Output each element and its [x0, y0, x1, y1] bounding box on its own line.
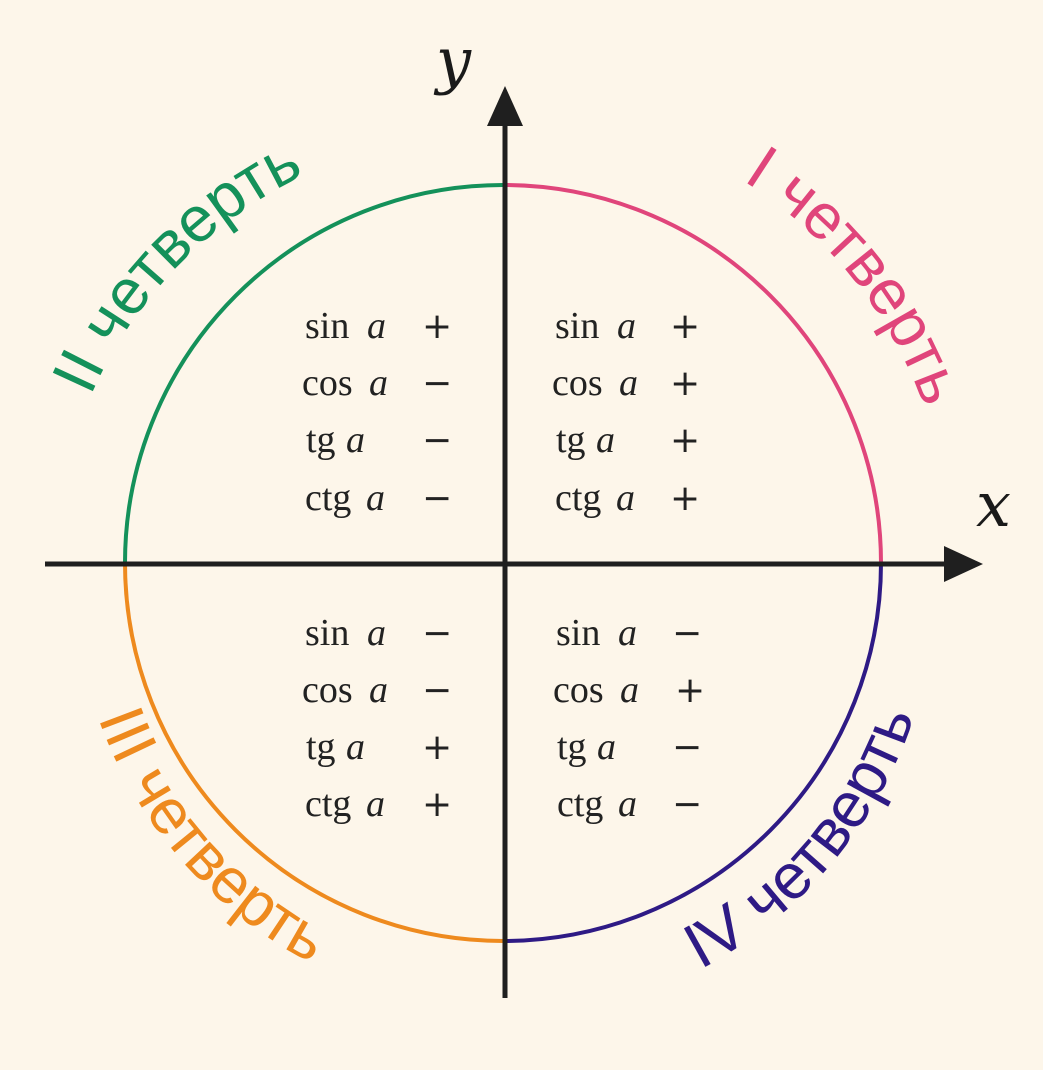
quadrant-IV-sign-table: sin a − cos a + tg a − ctg a −	[553, 612, 705, 825]
table-row: cos a −	[302, 362, 452, 404]
function-name: ctg	[555, 477, 601, 519]
quadrant-I-label: I четверть	[735, 132, 979, 414]
x-axis-arrow-icon	[944, 546, 983, 582]
function-argument: a	[367, 612, 386, 654]
function-name: cos	[552, 362, 603, 404]
table-row: cos a +	[552, 362, 700, 404]
table-row: ctg a −	[557, 783, 702, 825]
function-argument: a	[369, 362, 388, 404]
arc-quadrant-I	[502, 183, 883, 564]
quadrant-III-label: III четверть	[85, 697, 340, 976]
function-argument: a	[366, 477, 385, 519]
sign-value: −	[672, 613, 702, 654]
function-name: ctg	[557, 783, 603, 825]
function-name: tg	[556, 419, 586, 461]
sign-value: −	[422, 613, 452, 654]
function-name: tg	[306, 419, 336, 461]
table-row: cos a +	[553, 669, 705, 711]
table-row: ctg a +	[555, 477, 700, 519]
sign-value: +	[422, 784, 452, 825]
table-row: ctg a −	[305, 477, 452, 519]
x-axis-label: x	[976, 468, 1011, 541]
function-name: cos	[553, 669, 604, 711]
function-argument: a	[367, 305, 386, 347]
table-row: cos a −	[302, 669, 452, 711]
sign-value: +	[670, 306, 700, 347]
function-name: cos	[302, 362, 353, 404]
table-row: sin a −	[556, 612, 702, 654]
quadrant-I-sign-table: sin a + cos a + tg a + ctg a +	[552, 305, 700, 519]
table-row: sin a −	[305, 612, 452, 654]
arc-quadrant-III	[123, 562, 504, 943]
function-name: tg	[306, 726, 336, 768]
sign-value: −	[422, 420, 452, 461]
function-argument: a	[366, 783, 385, 825]
function-name: sin	[556, 612, 600, 654]
table-row: sin a +	[555, 305, 700, 347]
function-name: tg	[557, 726, 587, 768]
table-row: tg a +	[556, 419, 700, 461]
function-argument: a	[619, 362, 638, 404]
table-row: sin a +	[305, 305, 452, 347]
sign-value: −	[672, 784, 702, 825]
function-name: sin	[555, 305, 599, 347]
sign-value: −	[422, 363, 452, 404]
function-name: ctg	[305, 783, 351, 825]
function-argument: a	[617, 305, 636, 347]
sign-value: −	[672, 727, 702, 768]
sign-value: +	[670, 478, 700, 519]
function-name: sin	[305, 305, 349, 347]
sign-value: +	[422, 306, 452, 347]
function-argument: a	[346, 726, 365, 768]
table-row: tg a −	[306, 419, 452, 461]
table-row: tg a −	[557, 726, 702, 768]
sign-value: +	[422, 727, 452, 768]
function-name: cos	[302, 669, 353, 711]
y-axis-arrow-icon	[487, 86, 523, 126]
function-name: sin	[305, 612, 349, 654]
function-argument: a	[597, 726, 616, 768]
function-argument: a	[618, 783, 637, 825]
quadrant-II-sign-table: sin a + cos a − tg a − ctg a −	[302, 305, 452, 519]
table-row: ctg a +	[305, 783, 452, 825]
function-argument: a	[616, 477, 635, 519]
sign-value: +	[670, 363, 700, 404]
quadrant-III-sign-table: sin a − cos a − tg a + ctg a +	[302, 612, 452, 825]
sign-value: +	[675, 670, 705, 711]
y-axis-label: y	[433, 24, 472, 97]
sign-value: −	[422, 478, 452, 519]
table-row: tg a +	[306, 726, 452, 768]
function-argument: a	[369, 669, 388, 711]
sign-value: +	[670, 420, 700, 461]
function-argument: a	[596, 419, 615, 461]
function-argument: a	[618, 612, 637, 654]
quadrant-IV-label: IV четверть	[672, 696, 928, 982]
arc-quadrant-IV	[502, 562, 883, 943]
function-argument: a	[620, 669, 639, 711]
function-name: ctg	[305, 477, 351, 519]
sign-value: −	[422, 670, 452, 711]
function-argument: a	[346, 419, 365, 461]
arc-quadrant-II	[123, 183, 504, 564]
